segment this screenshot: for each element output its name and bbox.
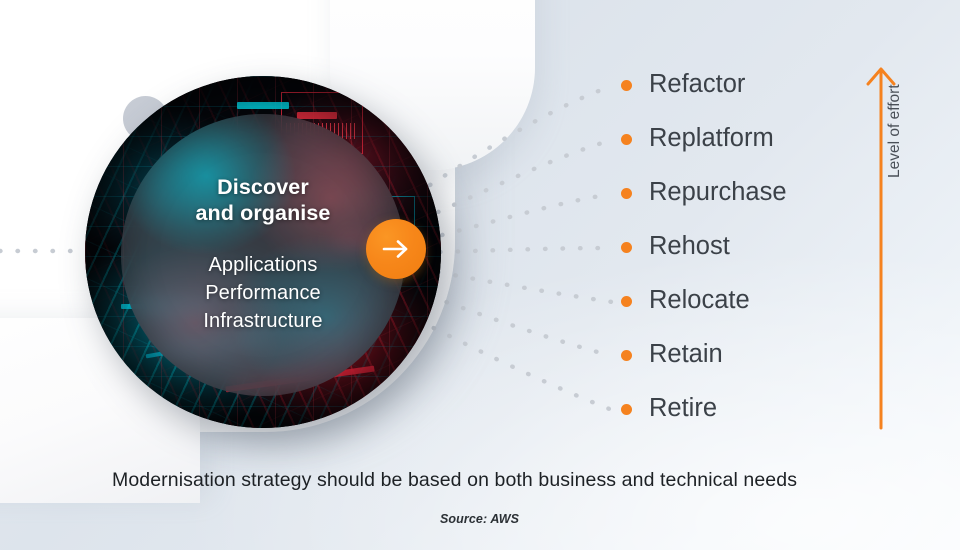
strategy-item-repurchase[interactable]: Repurchase <box>621 178 787 208</box>
bullet-icon <box>621 241 632 253</box>
strategy-label: Rehost <box>649 232 730 261</box>
strategy-item-retain[interactable]: Retain <box>621 340 723 370</box>
circle-subitems: Applications Performance Infrastructure <box>203 251 322 336</box>
strategy-label: Relocate <box>649 286 750 315</box>
frosted-inner-circle <box>121 114 405 396</box>
strategy-label: Replatform <box>649 124 774 153</box>
strategy-label: Repurchase <box>649 178 787 207</box>
level-of-effort-arrow <box>866 67 896 430</box>
source-label: Source: AWS <box>440 512 520 526</box>
strategy-item-relocate[interactable]: Relocate <box>621 286 750 316</box>
circle-title-line1: Discover <box>217 175 309 200</box>
tech-image-bar <box>237 102 289 109</box>
strategy-item-rehost[interactable]: Rehost <box>621 232 730 262</box>
bullet-icon <box>621 79 632 91</box>
slide-caption: Modernisation strategy should be based o… <box>112 469 798 491</box>
arrow-right-icon <box>382 240 408 258</box>
circle-subitem-performance: Performance <box>205 282 321 305</box>
strategy-label: Refactor <box>649 70 746 99</box>
bullet-icon <box>621 295 632 307</box>
strategy-item-replatform[interactable]: Replatform <box>621 124 774 154</box>
circle-subitem-infrastructure: Infrastructure <box>203 310 323 333</box>
bullet-icon <box>621 349 632 361</box>
strategy-label: Retain <box>649 340 723 369</box>
connector-retain <box>427 293 615 359</box>
circle-title: Discover and organise <box>195 174 330 226</box>
connector-rehost <box>437 245 615 255</box>
connector-retire <box>415 317 615 413</box>
circle-title-line2: and organise <box>195 201 331 226</box>
bullet-icon <box>621 403 632 415</box>
strategy-label: Retire <box>649 394 718 423</box>
circle-subitem-applications: Applications <box>208 253 318 276</box>
connector-relocate <box>435 269 615 305</box>
connector-repurchase <box>439 191 615 238</box>
bullet-icon <box>621 187 632 199</box>
arrow-right-button[interactable] <box>366 219 426 279</box>
bullet-icon <box>621 133 632 145</box>
level-of-effort-label: Level of effort <box>886 84 903 178</box>
strategy-item-retire[interactable]: Retire <box>621 394 717 424</box>
strategy-item-refactor[interactable]: Refactor <box>621 70 745 100</box>
discover-circle-text: Discover and organise Applications Perfo… <box>121 114 405 396</box>
tech-image-bar <box>297 112 337 119</box>
